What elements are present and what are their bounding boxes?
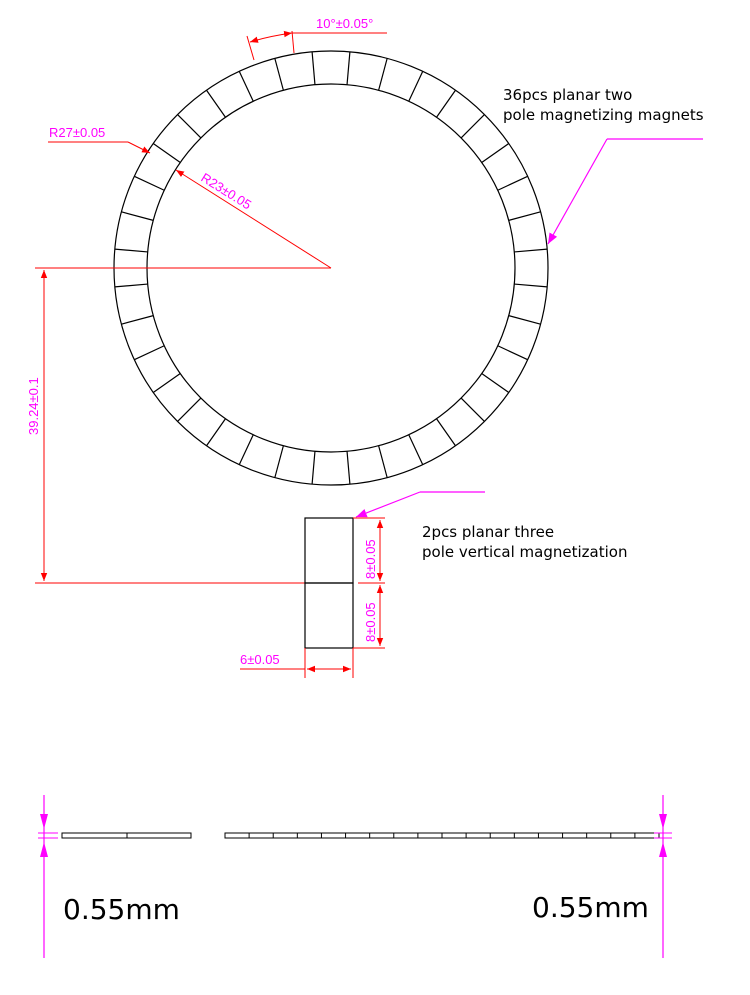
vertical-offset-label: 39.24±0.1 <box>26 377 41 435</box>
block-top <box>304 517 354 584</box>
ring-segment-divider <box>152 143 181 163</box>
strip-segment-dividers <box>248 833 636 838</box>
block-height-dimensions: 8±0.05 8±0.05 <box>353 517 385 649</box>
ring-segment-divider <box>121 315 154 325</box>
ring-segment-divider <box>238 434 254 465</box>
ring-segment-divider <box>114 283 148 288</box>
ring-segment-divider <box>508 315 541 325</box>
thickness-left-label: 0.55mm <box>63 893 180 926</box>
block-width-label: 6±0.05 <box>240 652 280 667</box>
thickness-right-label: 0.55mm <box>532 891 649 924</box>
ring-segment-divider <box>514 283 548 288</box>
ring-segment-divider <box>460 397 485 422</box>
ring-segment-divider <box>378 445 388 478</box>
block-bottom <box>304 582 354 649</box>
ring-segment-divider <box>346 451 351 485</box>
angle-dimension: 10°±0.05° <box>246 16 387 61</box>
thickness-profile-right: 0.55mm <box>224 795 672 958</box>
outer-radius-label: R27±0.05 <box>49 125 105 140</box>
magnet-ring <box>113 50 549 486</box>
vertical-offset-dimension: 39.24±0.1 <box>26 270 48 581</box>
thickness-profile-left: 0.55mm <box>38 795 192 958</box>
ring-segment-divider <box>274 445 284 478</box>
ring-segment-divider <box>274 58 284 91</box>
ring-note-line1: 36pcs planar two <box>503 86 632 104</box>
ring-segment-divider <box>436 418 456 447</box>
ring-segment-divider <box>177 397 202 422</box>
ring-segment-divider <box>206 89 226 118</box>
block-height-top-label: 8±0.05 <box>363 539 378 579</box>
ring-segment-divider <box>134 345 165 361</box>
ring-segment-divider <box>206 418 226 447</box>
block-note-line1: 2pcs planar three <box>422 523 554 541</box>
ring-segment-divider <box>481 373 510 393</box>
ring-segment-divider <box>152 373 181 393</box>
ring-segment-divider <box>177 114 202 139</box>
ring-segment-divider <box>378 58 388 91</box>
ring-note-line2: pole magnetizing magnets <box>503 106 704 124</box>
ring-segment-divider <box>497 345 528 361</box>
ring-segment-divider <box>134 175 165 191</box>
block-note: 2pcs planar three pole vertical magnetiz… <box>355 491 627 561</box>
inner-radius-dimension: R23±0.05 <box>175 169 332 269</box>
angle-dimension-label: 10°±0.05° <box>316 16 373 31</box>
ring-segment-divider <box>508 211 541 221</box>
ring-segment-divider <box>311 451 316 485</box>
ring-segment-divider <box>460 114 485 139</box>
ring-segment-divider <box>121 211 154 221</box>
ring-segment-divider <box>114 248 148 253</box>
ring-segment-divider <box>238 71 254 102</box>
block-height-bottom-label: 8±0.05 <box>363 602 378 642</box>
ring-note: 36pcs planar two pole magnetizing magnet… <box>503 86 704 245</box>
outer-radius-dimension: R27±0.05 <box>48 125 151 154</box>
block-width-dimension: 6±0.05 <box>240 648 354 678</box>
ring-segment-divider <box>436 89 456 118</box>
ring-segment-divider <box>311 51 316 85</box>
ring-segment-divider <box>514 248 548 253</box>
inner-radius-label: R23±0.05 <box>198 170 254 213</box>
block-note-line2: pole vertical magnetization <box>422 543 627 561</box>
ring-segment-dividers <box>114 51 548 485</box>
magnet-blocks <box>304 517 354 649</box>
ring-segment-divider <box>346 51 351 85</box>
ring-segment-divider <box>481 143 510 163</box>
ring-segment-divider <box>408 434 424 465</box>
ring-segment-divider <box>497 175 528 191</box>
ring-segment-divider <box>408 71 424 102</box>
